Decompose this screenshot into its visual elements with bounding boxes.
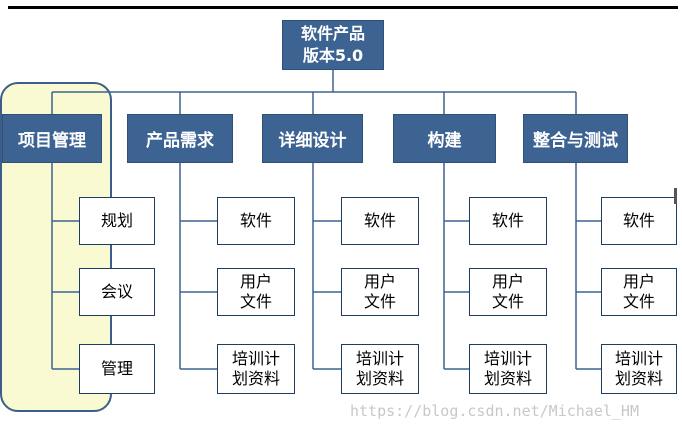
root-line2: 版本5.0 bbox=[302, 46, 364, 65]
leaf-label: 划资料 bbox=[231, 369, 280, 388]
leaf-node: 培训计划资料 bbox=[601, 344, 677, 394]
leaf-label: 培训计 bbox=[355, 349, 404, 368]
leaf-label: 软件 bbox=[239, 211, 272, 230]
leaf-label: 软件 bbox=[491, 211, 524, 230]
leaf-node: 软件 bbox=[601, 197, 677, 245]
leaf-node: 规划 bbox=[79, 197, 155, 245]
leaf-node: 管理 bbox=[79, 344, 155, 394]
branch-node: 构建 bbox=[393, 114, 496, 163]
leaf-label: 规划 bbox=[100, 211, 133, 230]
leaf-label: 培训计 bbox=[483, 349, 532, 368]
leaf-label: 划资料 bbox=[614, 369, 663, 388]
leaf-node: 培训计划资料 bbox=[217, 344, 295, 394]
branch-node: 产品需求 bbox=[127, 114, 233, 163]
leaf-label: 文件 bbox=[239, 292, 272, 311]
leaf-label: 管理 bbox=[100, 359, 133, 378]
leaf-label: 划资料 bbox=[355, 369, 404, 388]
scrollbar-fragment bbox=[674, 188, 677, 204]
leaf-label: 用户 bbox=[363, 272, 396, 291]
leaf-label: 培训计 bbox=[614, 349, 663, 368]
root-line1: 软件产品 bbox=[300, 24, 365, 43]
top-border-line bbox=[8, 6, 678, 9]
branch-node: 整合与测试 bbox=[523, 114, 628, 163]
leaf-label: 会议 bbox=[100, 282, 133, 301]
leaf-label: 用户 bbox=[622, 272, 655, 291]
leaf-node: 软件 bbox=[469, 197, 547, 245]
leaf-label: 文件 bbox=[363, 292, 396, 311]
leaf-label: 培训计 bbox=[231, 349, 280, 368]
leaf-node: 软件 bbox=[341, 197, 419, 245]
leaf-label: 用户 bbox=[239, 272, 272, 291]
leaf-node: 用户文件 bbox=[469, 268, 547, 316]
leaf-label: 用户 bbox=[491, 272, 524, 291]
leaf-node: 用户文件 bbox=[217, 268, 295, 316]
root-node: 软件产品 版本5.0 bbox=[282, 20, 384, 70]
branch-node: 项目管理 bbox=[2, 114, 102, 163]
leaf-label: 软件 bbox=[363, 211, 396, 230]
leaf-node: 会议 bbox=[79, 268, 155, 316]
leaf-node: 培训计划资料 bbox=[341, 344, 419, 394]
leaf-label: 软件 bbox=[622, 211, 655, 230]
leaf-label: 划资料 bbox=[483, 369, 532, 388]
leaf-node: 培训计划资料 bbox=[469, 344, 547, 394]
leaf-node: 用户文件 bbox=[341, 268, 419, 316]
leaf-node: 软件 bbox=[217, 197, 295, 245]
watermark-url: https://blog.csdn.net/Michael_HM bbox=[350, 402, 639, 420]
leaf-label: 文件 bbox=[491, 292, 524, 311]
leaf-node: 用户文件 bbox=[601, 268, 677, 316]
branch-node: 详细设计 bbox=[262, 114, 363, 163]
leaf-label: 文件 bbox=[622, 292, 655, 311]
